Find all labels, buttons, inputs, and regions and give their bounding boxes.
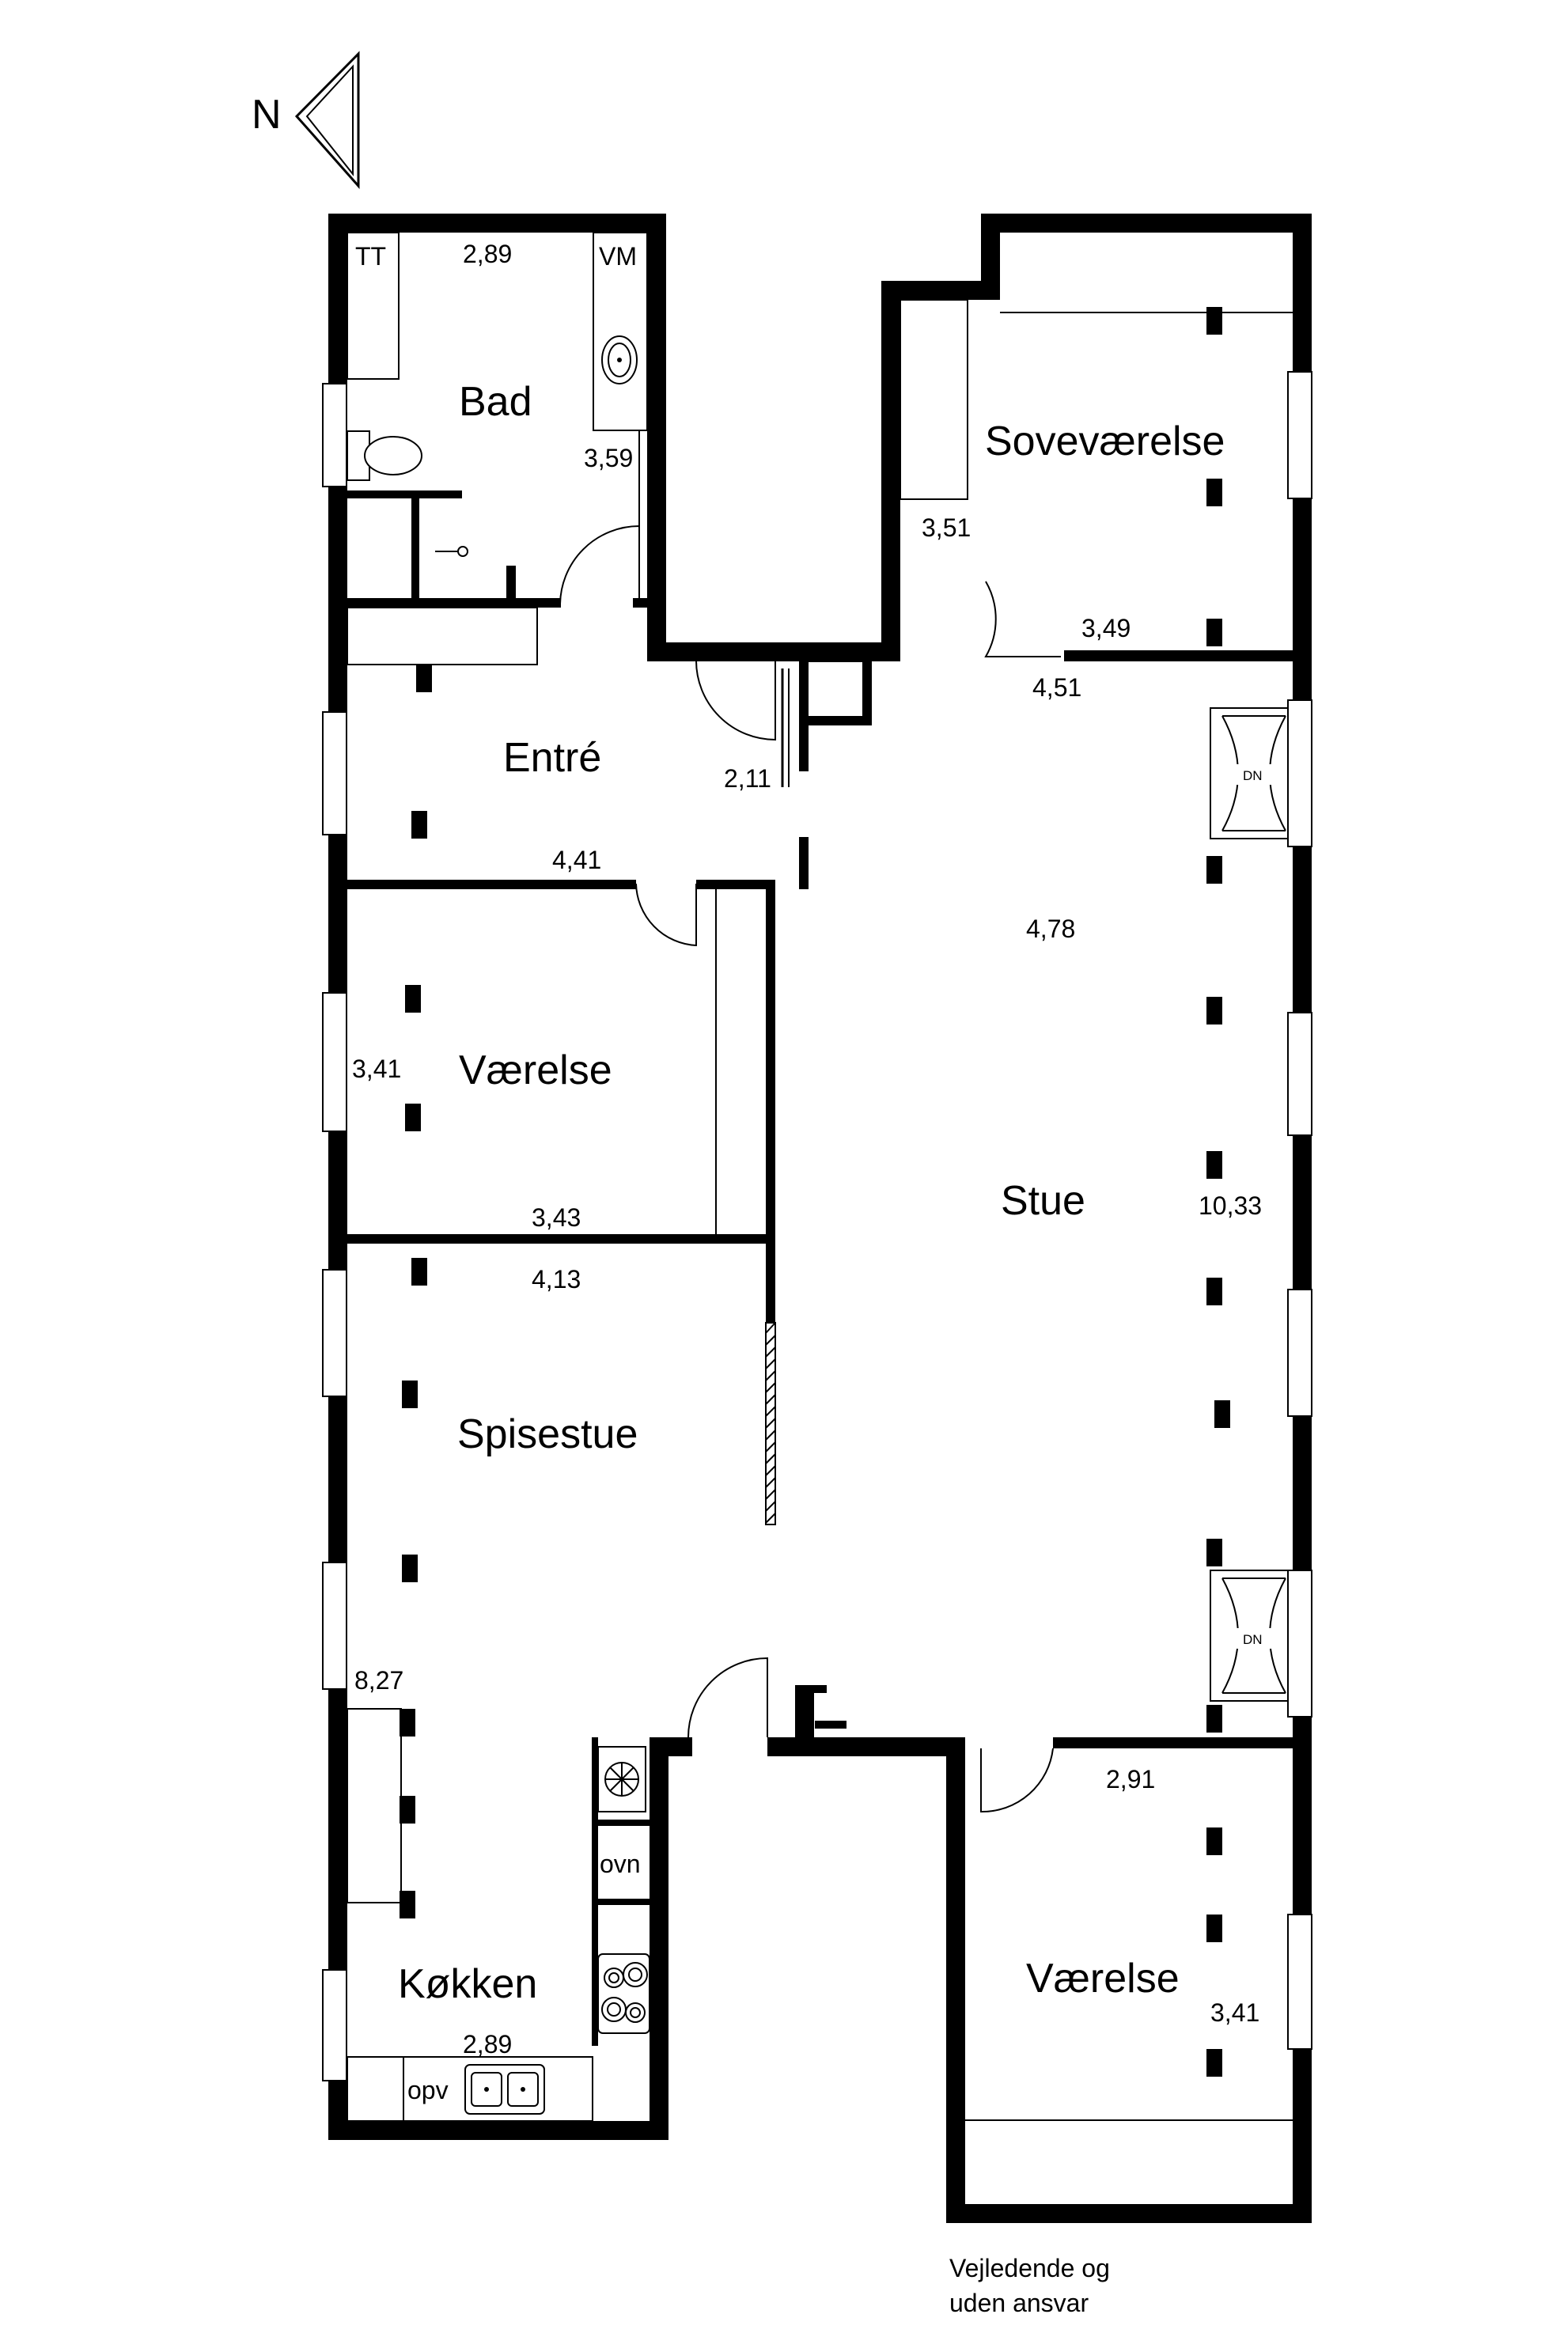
disclaimer-line-2: uden ansvar — [949, 2289, 1089, 2317]
dim-entre-width: 4,41 — [552, 846, 601, 874]
dim-stue-length: 10,33 — [1199, 1191, 1262, 1220]
north-compass: N — [252, 51, 360, 189]
label-ovn: ovn — [600, 1850, 641, 1878]
kitchen-sink-icon — [464, 2064, 545, 2115]
dim-vaer2-width: 2,91 — [1106, 1765, 1155, 1793]
disclaimer: Vejledende og uden ansvar — [949, 2254, 1110, 2317]
dim-spise-width: 4,13 — [532, 1265, 581, 1293]
dim-bad-width: 2,89 — [463, 240, 512, 268]
columns — [400, 307, 1230, 2077]
dim-entre-side: 2,11 — [724, 764, 771, 793]
stair-down-icon — [1221, 715, 1286, 831]
north-arrow-icon — [294, 51, 360, 189]
room-label-kokken: Køkken — [398, 1961, 537, 2007]
label-tt: TT — [355, 242, 386, 271]
label-dn-2: DN — [1243, 1632, 1263, 1647]
dim-kokken-length: 8,27 — [354, 1666, 403, 1695]
windows — [322, 371, 1312, 2081]
dim-kokken-width: 2,89 — [463, 2030, 512, 2058]
label-opv: opv — [407, 2076, 449, 2104]
room-label-bad: Bad — [459, 379, 532, 425]
north-label: N — [252, 92, 282, 138]
sink-icon — [601, 335, 638, 384]
fixtures — [347, 335, 1286, 2115]
dim-stue-width: 4,78 — [1026, 915, 1075, 943]
doors — [559, 525, 1061, 1813]
room-label-vaerelse-1: Værelse — [459, 1047, 612, 1093]
shower-drain-icon — [435, 546, 468, 557]
label-dn-1: DN — [1243, 768, 1263, 783]
label-vm: VM — [599, 242, 637, 271]
fixture-labels: TT VM ovn opv DN DN — [355, 242, 1263, 2104]
dim-vaer1-length: 3,41 — [352, 1055, 401, 1083]
room-label-entre: Entré — [503, 735, 601, 781]
disclaimer-line-1: Vejledende og — [949, 2254, 1110, 2282]
dim-stue-top: 4,51 — [1032, 673, 1081, 702]
dim-vaer1-width: 3,43 — [532, 1203, 581, 1232]
dim-sove-width: 3,49 — [1081, 614, 1131, 642]
dishwasher-icon — [597, 1746, 646, 1812]
toilet-icon — [347, 430, 422, 481]
dim-sove-length: 3,51 — [922, 513, 971, 542]
dim-bad-length: 3,59 — [584, 444, 633, 472]
room-labels: Bad Soveværelse Entré Værelse Stue Spise… — [398, 379, 1225, 2007]
room-label-stue: Stue — [1001, 1178, 1085, 1224]
interior-lines — [347, 232, 1293, 2122]
room-label-spisestue: Spisestue — [457, 1411, 638, 1457]
stair-down-icon — [1221, 1577, 1286, 1694]
dimension-labels: 2,89 3,59 3,51 3,49 4,51 2,11 4,41 4,78 … — [352, 240, 1262, 2058]
room-label-sovevaerelse: Soveværelse — [985, 419, 1225, 464]
dim-vaer2-length: 3,41 — [1210, 1998, 1259, 2027]
room-label-vaerelse-2: Værelse — [1026, 1956, 1180, 2002]
walls — [328, 214, 1312, 2223]
stove-icon — [597, 1953, 650, 2034]
